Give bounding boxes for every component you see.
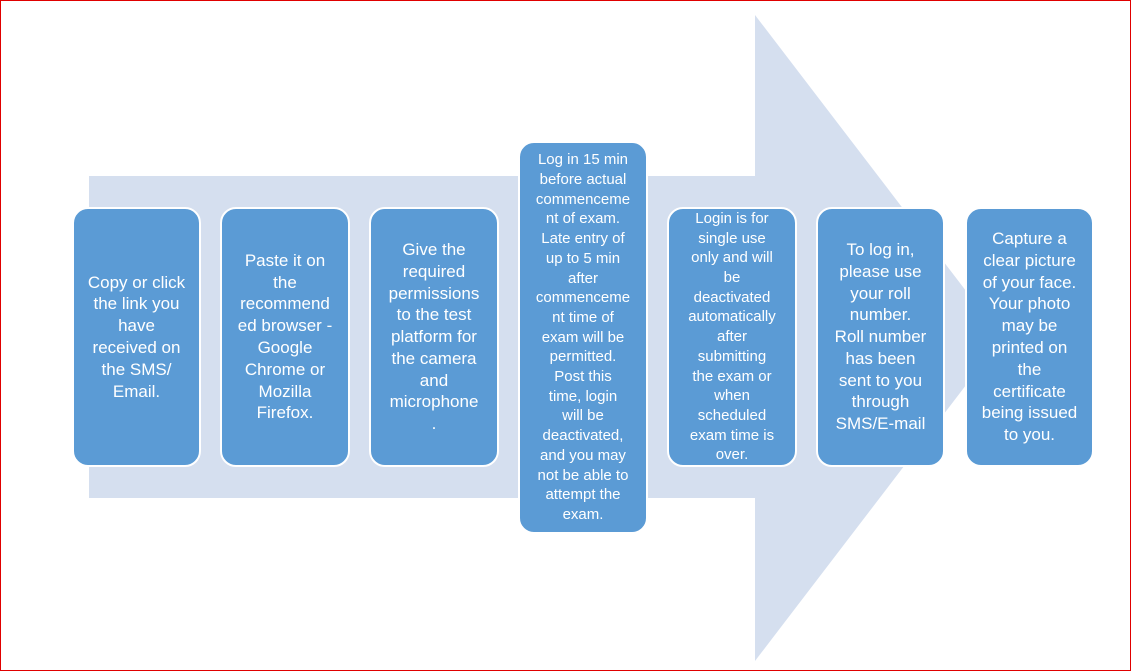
step-6-roll-number: To log in, please use your roll number. … (816, 207, 945, 467)
step-5-single-use-login: Login is for single use only and will be… (667, 207, 797, 467)
step-4-login-timing: Log in 15 min before actual commenceme n… (518, 141, 648, 534)
step-3-permissions: Give the required permissions to the tes… (369, 207, 499, 467)
step-1-copy-link: Copy or click the link you have received… (72, 207, 201, 467)
step-7-capture-photo: Capture a clear picture of your face. Yo… (965, 207, 1094, 467)
step-2-paste-browser: Paste it on the recommend ed browser - G… (220, 207, 350, 467)
